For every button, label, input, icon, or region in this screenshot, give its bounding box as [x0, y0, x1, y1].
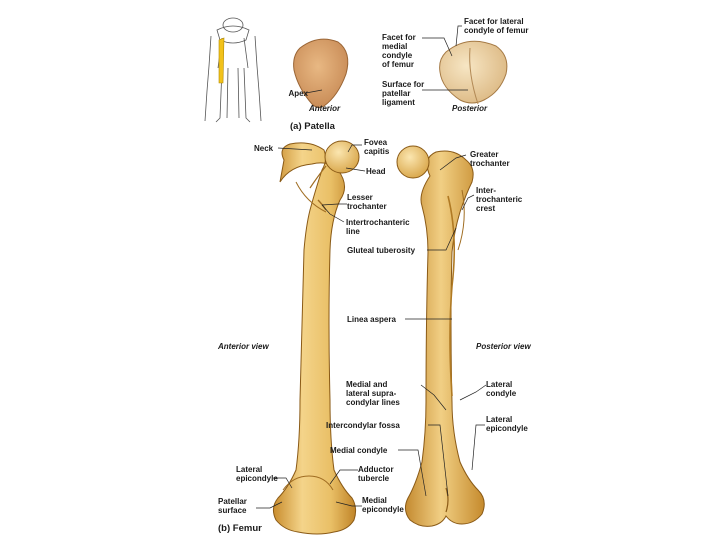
label-lesser-trochanter: Lesser trochanter	[347, 193, 387, 211]
label-gluteal-tuberosity: Gluteal tuberosity	[347, 246, 415, 255]
skeleton-locator	[205, 18, 261, 122]
label-linea-aspera: Linea aspera	[347, 315, 396, 324]
caption-patella: (a) Patella	[290, 122, 335, 131]
caption-femur-text: Femur	[233, 523, 262, 534]
caption-femur: (b) Femur	[218, 524, 262, 533]
label-patellar-surface: Patellar surface	[218, 497, 247, 515]
caption-patella-letter: (a)	[290, 121, 302, 132]
label-patella-posterior-view: Posterior	[452, 104, 487, 113]
label-neck: Neck	[254, 144, 273, 153]
highlighted-femur-locator	[219, 38, 224, 83]
label-head: Head	[366, 167, 386, 176]
label-medial-epicondyle: Medial epicondyle	[362, 496, 404, 514]
label-lateral-epicondyle-anterior: Lateral epicondyle	[236, 465, 278, 483]
label-lateral-epicondyle-posterior: Lateral epicondyle	[486, 415, 528, 433]
label-intertrochanteric-crest: Inter- trochanteric crest	[476, 186, 522, 213]
label-surface-patellar-ligament: Surface for patellar ligament	[382, 80, 424, 107]
label-intercondylar-fossa: Intercondylar fossa	[326, 421, 400, 430]
caption-femur-letter: (b)	[218, 523, 230, 534]
label-lateral-condyle: Lateral condyle	[486, 380, 516, 398]
femur-posterior	[397, 146, 484, 526]
label-patella-anterior-view: Anterior	[309, 104, 340, 113]
label-intertrochanteric-line: Intertrochanteric line	[346, 218, 410, 236]
label-adductor-tubercle: Adductor tubercle	[358, 465, 394, 483]
label-apex: Apex	[276, 89, 308, 98]
label-femur-anterior-view: Anterior view	[218, 342, 269, 351]
label-supracondylar-lines: Medial and lateral supra- condylar lines	[346, 380, 400, 407]
label-greater-trochanter: Greater trochanter	[470, 150, 510, 168]
label-facet-lateral-condyle: Facet for lateral condyle of femur	[464, 17, 528, 35]
label-fovea-capitis: Fovea capitis	[364, 138, 389, 156]
label-medial-condyle: Medial condyle	[330, 446, 387, 455]
caption-patella-text: Patella	[304, 121, 335, 132]
label-femur-posterior-view: Posterior view	[476, 342, 531, 351]
label-facet-medial-condyle: Facet for medial condyle of femur	[382, 33, 416, 69]
